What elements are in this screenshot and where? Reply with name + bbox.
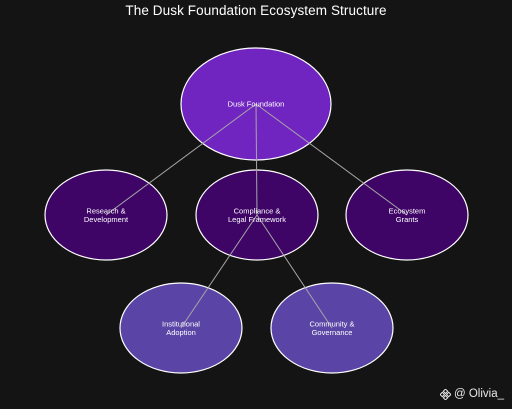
node-rd-label: Research &Development bbox=[84, 206, 129, 224]
node-root-label-line: Dusk Foundation bbox=[228, 100, 285, 109]
node-community-label: Community &Governance bbox=[309, 319, 354, 337]
edge-compliance-community bbox=[256, 214, 333, 329]
diagram-title: The Dusk Foundation Ecosystem Structure bbox=[125, 3, 387, 18]
node-rd-label-line: Research & bbox=[86, 206, 125, 215]
node-grants-label-line: Ecosystem bbox=[389, 206, 426, 215]
binance-diamond-icon bbox=[439, 388, 451, 400]
node-community-label-line: Community & bbox=[309, 319, 354, 328]
node-compliance-label-line: Legal Framework bbox=[228, 215, 286, 224]
node-institutional-label-line: Adoption bbox=[166, 328, 196, 337]
edge-compliance-institutional bbox=[180, 214, 258, 329]
edge-root-rd bbox=[105, 103, 257, 216]
node-grants-label-line: Grants bbox=[396, 215, 419, 224]
watermark: @ Olivia_ bbox=[439, 388, 504, 400]
node-institutional-label-line: Institutional bbox=[162, 319, 200, 328]
watermark-text: @ Olivia_ bbox=[453, 388, 504, 400]
node-compliance-label-line: Compliance & bbox=[234, 206, 281, 215]
node-root-label: Dusk Foundation bbox=[228, 100, 285, 109]
edge-root-grants bbox=[255, 103, 408, 216]
node-community-label-line: Governance bbox=[312, 328, 353, 337]
edge-root-compliance bbox=[255, 103, 258, 216]
node-rd-label-line: Development bbox=[84, 215, 129, 224]
node-compliance-label: Compliance &Legal Framework bbox=[228, 206, 286, 224]
